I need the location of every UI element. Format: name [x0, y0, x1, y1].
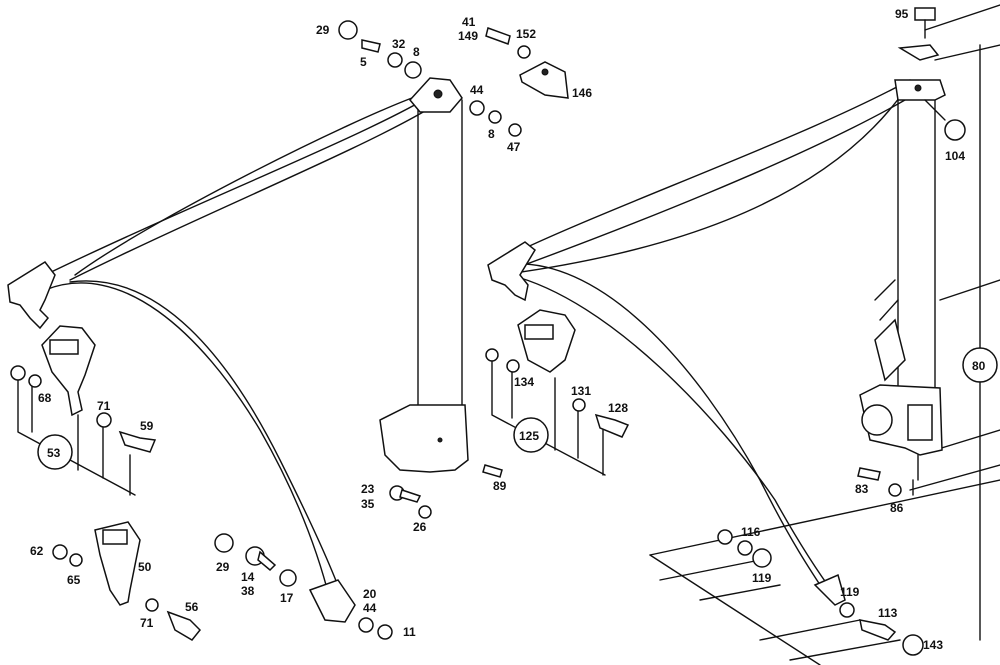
retractor-left — [379, 404, 469, 473]
callout-143: 143 — [923, 638, 943, 652]
hardware-left-center — [214, 464, 503, 640]
callout-47: 47 — [507, 140, 521, 154]
belt-end-fitting — [308, 579, 356, 623]
callout-86: 86 — [890, 501, 904, 515]
callout-5: 5 — [360, 55, 367, 69]
callout-11: 11 — [403, 625, 416, 639]
callout-26: 26 — [413, 520, 427, 534]
anchor-bracket-left — [52, 521, 202, 641]
callout-119a: 119 — [752, 571, 772, 585]
callout-32: 32 — [392, 37, 406, 51]
callout-44: 44 — [470, 83, 484, 97]
callout-50: 50 — [138, 560, 152, 574]
callout-44b: 44 — [363, 601, 377, 615]
callout-68: 68 — [38, 391, 52, 405]
callout-119b: 119 — [840, 585, 860, 599]
callout-125: 125 — [519, 429, 539, 443]
callout-89: 89 — [493, 479, 507, 493]
callout-80: 80 — [972, 359, 986, 373]
callout-29b: 29 — [216, 560, 230, 574]
callout-8b: 8 — [488, 127, 495, 141]
buckle-right — [485, 309, 630, 476]
hardware-lower-right — [717, 467, 924, 656]
callout-134: 134 — [514, 375, 534, 389]
right-belt-assembly — [487, 7, 966, 606]
callout-152: 152 — [516, 27, 536, 41]
callout-35: 35 — [361, 497, 375, 511]
callout-104: 104 — [945, 149, 965, 163]
latch-plate — [7, 261, 56, 330]
latch-plate-right — [487, 241, 536, 302]
callout-41: 41 — [462, 15, 476, 29]
callout-149: 149 — [458, 29, 478, 43]
callout-56: 56 — [185, 600, 199, 614]
callout-128: 128 — [608, 401, 628, 415]
left-belt-assembly — [7, 77, 469, 623]
callout-65: 65 — [67, 573, 81, 587]
callout-53: 53 — [47, 446, 61, 460]
callout-113: 113 — [878, 606, 898, 620]
callout-116: 116 — [741, 525, 761, 539]
body-outline — [649, 4, 1000, 665]
buckle-left — [10, 325, 157, 496]
callout-14: 14 — [241, 570, 255, 584]
belt-end-fitting-right — [813, 573, 846, 606]
callout-59: 59 — [140, 419, 154, 433]
hardware-top-left — [338, 20, 569, 137]
callout-71b: 71 — [140, 616, 154, 630]
callout-23: 23 — [361, 482, 375, 496]
callout-146: 146 — [572, 86, 592, 100]
callout-38: 38 — [241, 584, 255, 598]
callout-131: 131 — [571, 384, 591, 398]
callout-8: 8 — [413, 45, 420, 59]
callout-71: 71 — [97, 399, 111, 413]
callout-20: 20 — [363, 587, 377, 601]
callout-95: 95 — [895, 7, 909, 21]
callout-29: 29 — [316, 23, 330, 37]
callout-62: 62 — [30, 544, 44, 558]
callout-17: 17 — [280, 591, 294, 605]
callout-83: 83 — [855, 482, 869, 496]
bracket-146 — [519, 61, 569, 99]
